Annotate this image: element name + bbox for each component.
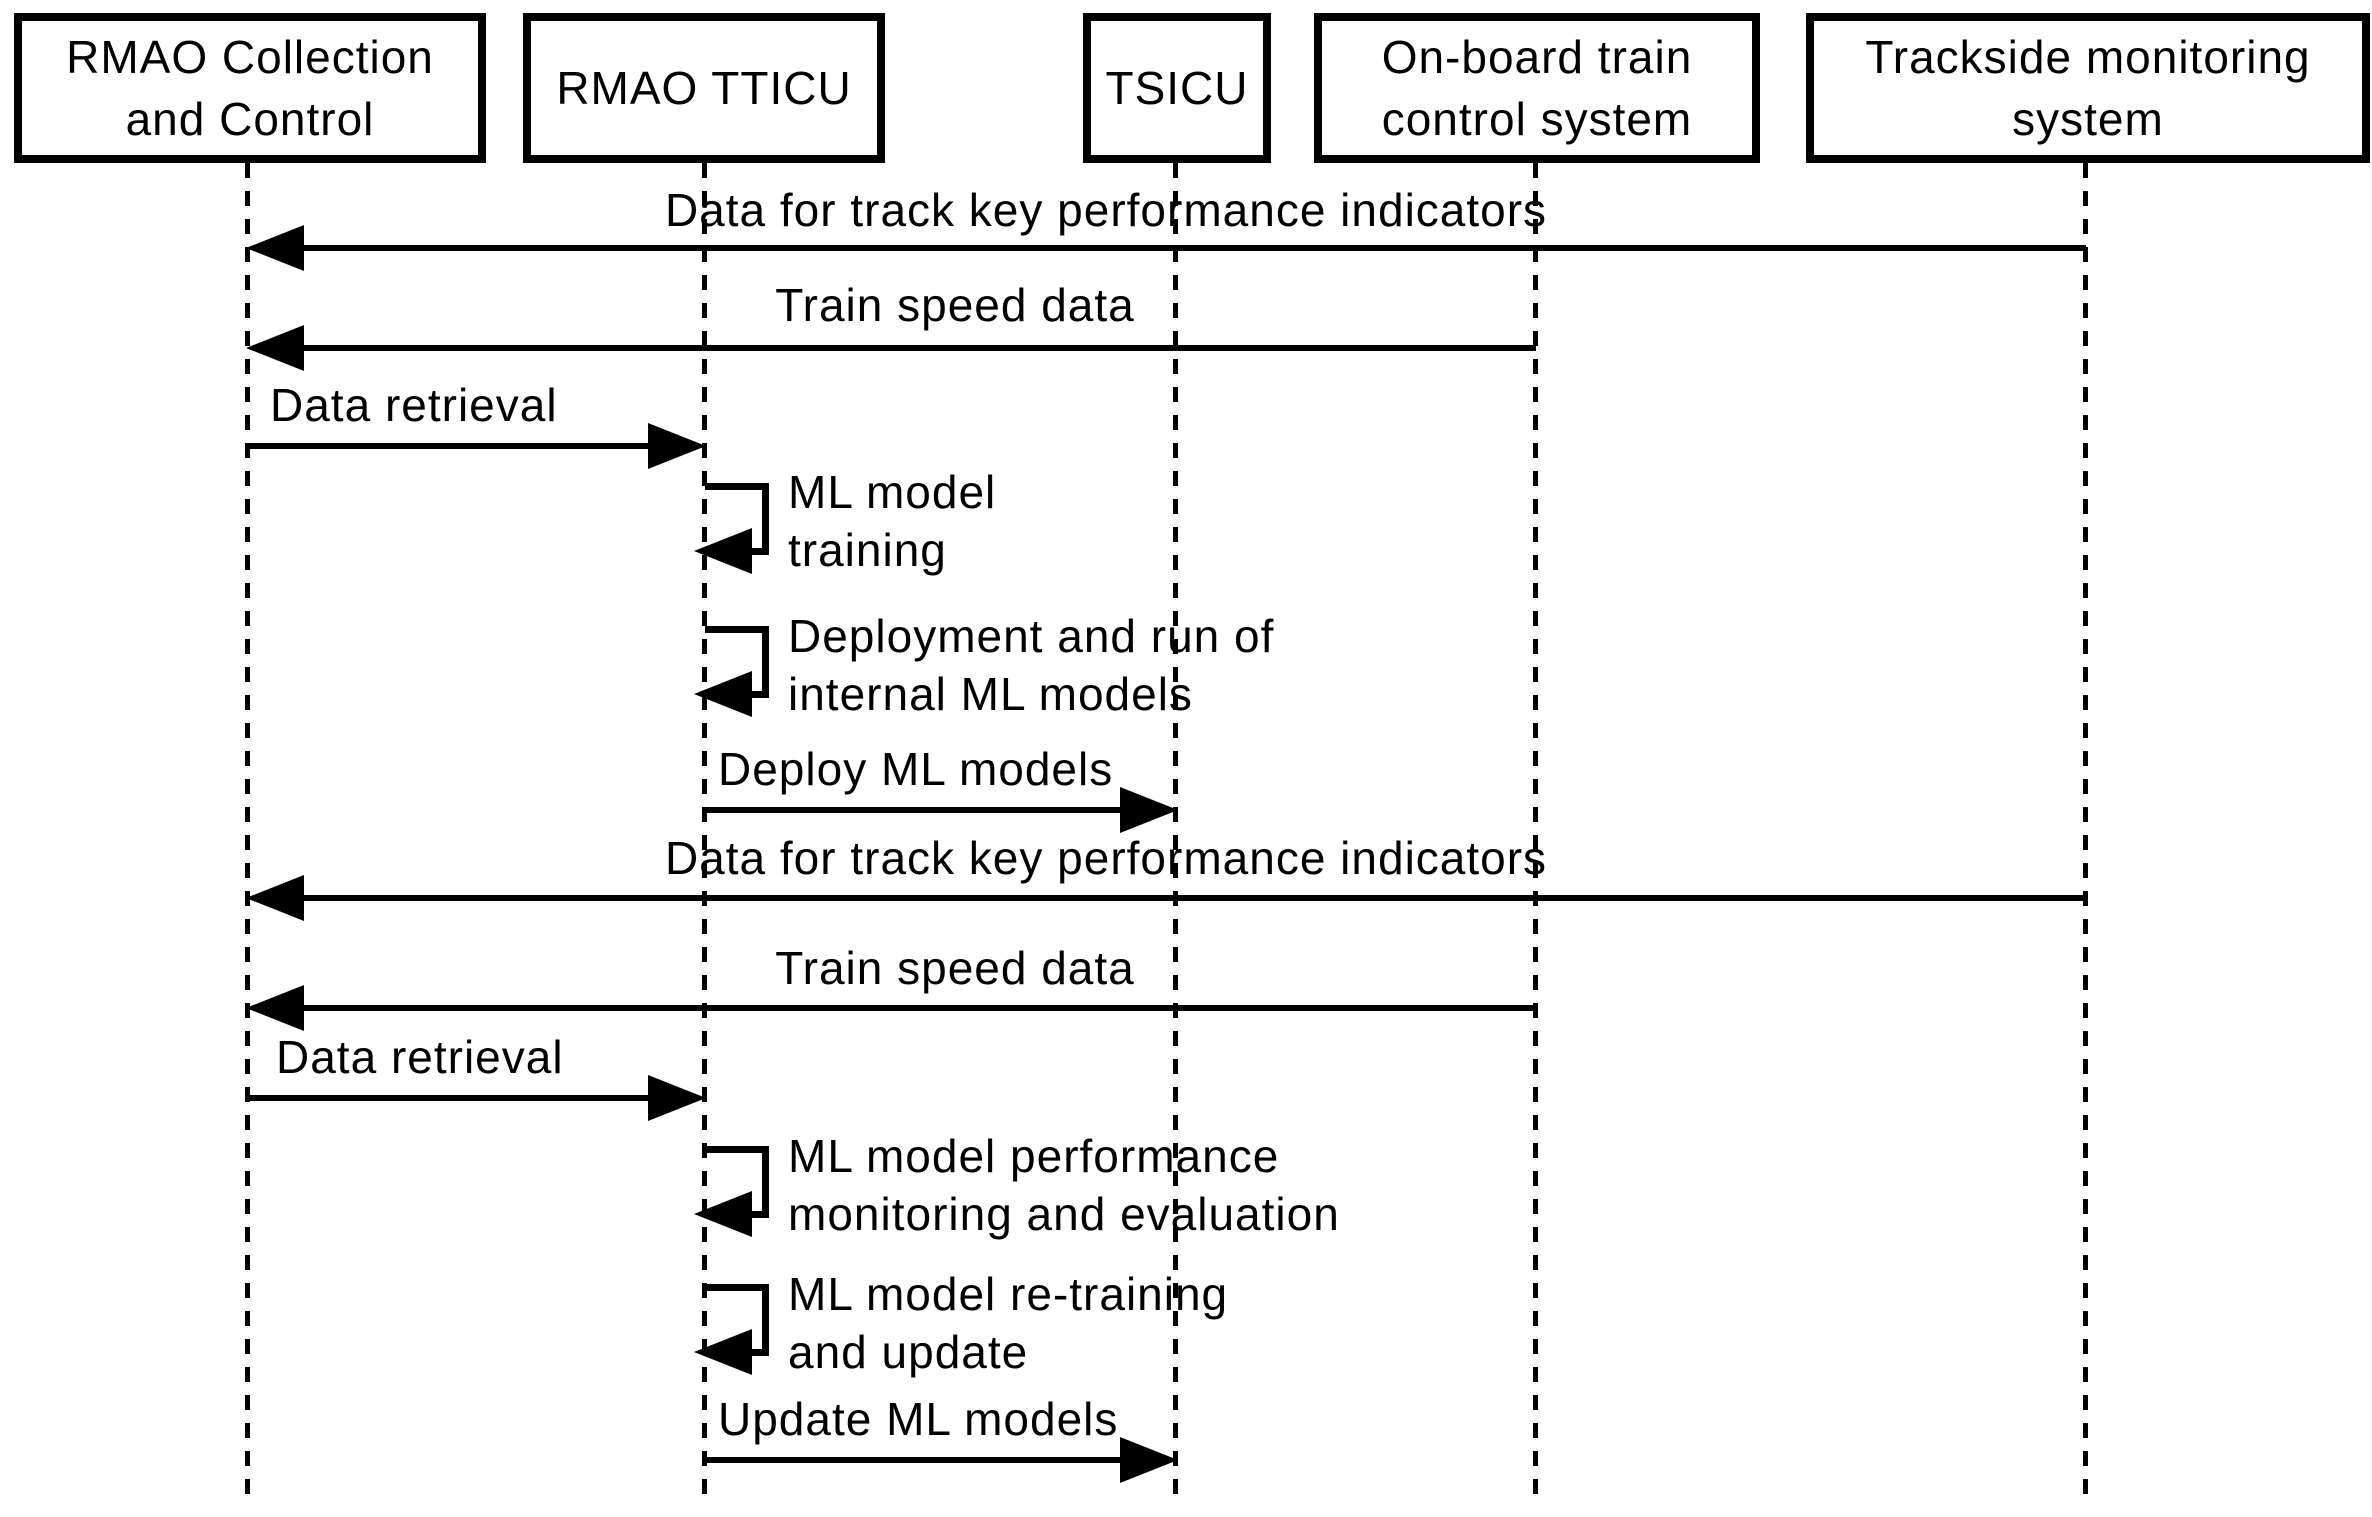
message-label: Data for track key performance indicator…: [664, 184, 1548, 236]
message-label: Train speed data: [775, 279, 1135, 331]
arrowhead-right-icon: [648, 1075, 706, 1121]
message-label: Data retrieval: [270, 379, 558, 431]
message-line: [705, 1457, 1124, 1463]
actor-box-rmao-tticu: RMAO TTICU: [523, 13, 885, 163]
message-label: ML model performance monitoring and eval…: [788, 1130, 1340, 1240]
arrowhead-left-icon: [246, 325, 304, 371]
message-label: Deployment and run of internal ML models: [788, 610, 1275, 720]
message-label: ML model training: [788, 466, 997, 576]
lifeline-rmao-tticu: [702, 163, 707, 1495]
message-label: Data for track key performance indicator…: [664, 832, 1548, 884]
lifeline-trackside-monitoring: [2083, 163, 2088, 1495]
arrowhead-left-icon: [246, 225, 304, 271]
arrowhead-left-icon: [694, 528, 752, 574]
message-label: Train speed data: [775, 942, 1135, 994]
actor-box-rmao-collection: RMAO Collection and Control: [14, 13, 486, 163]
message-line: [248, 443, 652, 449]
message-line: [705, 807, 1124, 813]
lifeline-onboard-train-control: [1533, 163, 1538, 1495]
arrowhead-right-icon: [1120, 787, 1178, 833]
message-line: [248, 1095, 652, 1101]
message-line: [290, 245, 2086, 251]
message-line: [290, 895, 2086, 901]
actor-box-onboard-train-control: On-board train control system: [1314, 13, 1760, 163]
arrowhead-left-icon: [694, 1191, 752, 1237]
message-label: ML model re-training and update: [788, 1268, 1229, 1378]
lifeline-rmao-collection: [245, 163, 250, 1495]
arrowhead-right-icon: [648, 423, 706, 469]
message-label: Data retrieval: [276, 1031, 564, 1083]
actor-box-tsicu: TSICU: [1083, 13, 1271, 163]
message-label: Deploy ML models: [718, 743, 1114, 795]
arrowhead-left-icon: [694, 1329, 752, 1375]
arrowhead-right-icon: [1120, 1437, 1178, 1483]
actor-box-trackside-monitoring: Trackside monitoring system: [1806, 13, 2370, 163]
message-label: Update ML models: [718, 1393, 1119, 1445]
arrowhead-left-icon: [246, 985, 304, 1031]
arrowhead-left-icon: [246, 875, 304, 921]
message-line: [290, 345, 1536, 351]
message-line: [290, 1005, 1536, 1011]
arrowhead-left-icon: [694, 671, 752, 717]
